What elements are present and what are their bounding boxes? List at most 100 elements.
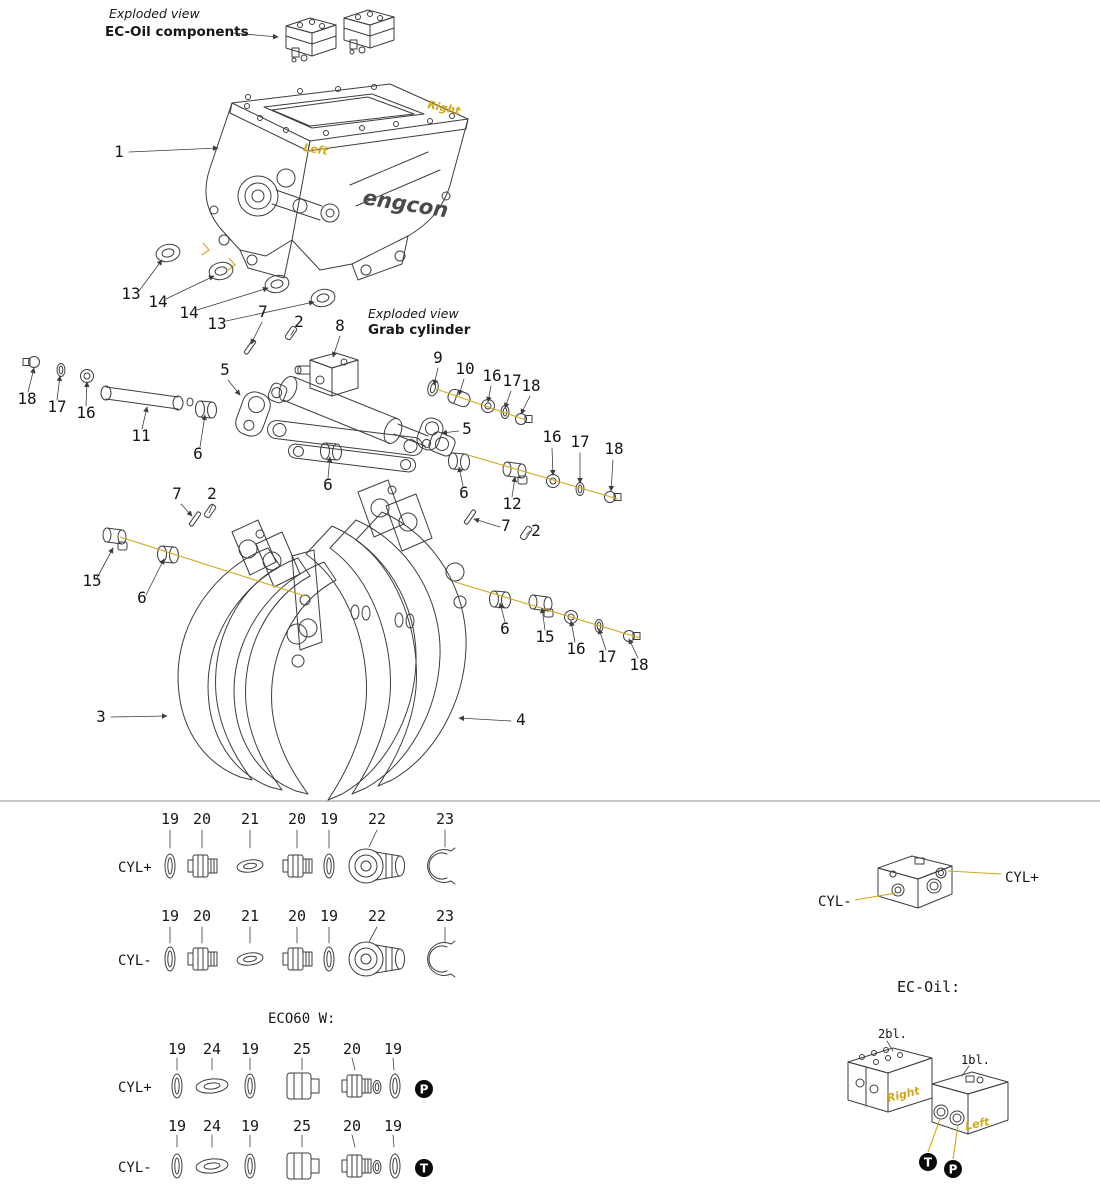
part-number: 19: [241, 1040, 259, 1058]
ec-oil-1bl-block-drawing: [931, 1071, 1009, 1135]
part-callout: 16: [542, 427, 561, 446]
part-number: 21: [241, 907, 259, 925]
part-callout: 12: [502, 494, 521, 513]
part-callout: 6: [137, 588, 147, 607]
part-callout: 14: [179, 303, 198, 322]
part-number: 24: [203, 1040, 221, 1058]
part-callout: 6: [500, 619, 510, 638]
part-number: 25: [293, 1040, 311, 1058]
part-callout: 16: [76, 403, 95, 422]
port-badge-p: [944, 1160, 962, 1178]
right-grapple-drawing: [305, 479, 467, 801]
part-number: 23: [436, 810, 454, 828]
part-callout: 14: [148, 292, 167, 311]
part-number: 19: [168, 1117, 186, 1135]
part-number: 25: [293, 1117, 311, 1135]
part-callout: 9: [433, 348, 443, 367]
part-number: 19: [320, 810, 338, 828]
port-badge-t-letter: T: [420, 1162, 429, 1176]
left-block-orientation-label: Left: [964, 1115, 991, 1133]
grab-cylinder-drawing: [22, 325, 641, 642]
part-number: 24: [203, 1117, 221, 1135]
part-callout: 2: [294, 312, 304, 331]
main-body-drawing: [205, 83, 469, 281]
cylinder-valve-block-drawing: [877, 855, 953, 909]
part-callout: 2: [531, 521, 541, 540]
part-callout: 18: [521, 376, 540, 395]
part-number: 19: [168, 1040, 186, 1058]
part-number: 19: [384, 1117, 402, 1135]
part-callout: 6: [323, 475, 333, 494]
block-label-ticks: [886, 1040, 970, 1077]
part-callout: 2: [207, 484, 217, 503]
part-number: 20: [343, 1040, 361, 1058]
part-callout: 6: [459, 483, 469, 502]
part-number: 20: [193, 810, 211, 828]
part-callout: 3: [96, 707, 106, 726]
part-callout: 16: [482, 366, 501, 385]
part-callout: 17: [47, 397, 66, 416]
leader-lines: [27, 32, 639, 722]
port-badge-p-letter: P: [420, 1083, 429, 1097]
right-panel-leaders: [854, 870, 1002, 901]
cyl-label: CYL-: [118, 1160, 152, 1176]
right-orientation-label: Right: [426, 98, 462, 118]
eco60-heading: ECO60 W:: [268, 1011, 335, 1027]
part-number: 19: [241, 1117, 259, 1135]
cyl-label: CYL-: [118, 953, 152, 969]
part-callout: 7: [258, 302, 268, 321]
yellow-assembly-lines: [119, 388, 641, 639]
part-number: 19: [161, 907, 179, 925]
part-callout: 6: [193, 444, 203, 463]
part-callout: 17: [502, 371, 521, 390]
part-number: 22: [368, 907, 386, 925]
port-badge-p: [415, 1080, 433, 1098]
ec-oil-components-label: EC-Oil components: [105, 24, 249, 40]
part-callout: 7: [172, 484, 182, 503]
part-callout: 15: [535, 627, 554, 646]
part-callout: 8: [335, 316, 345, 335]
port-badge-t: [919, 1153, 937, 1171]
port-badge-t: [415, 1159, 433, 1177]
part-number: 20: [343, 1117, 361, 1135]
part-number: 19: [161, 810, 179, 828]
part-number: 19: [320, 907, 338, 925]
right-block-orientation-label: Right: [886, 1084, 922, 1105]
part-callout: 10: [455, 359, 474, 378]
part-number: 20: [288, 810, 306, 828]
part-callout: 16: [566, 639, 585, 658]
exploded-view-grab-label: Exploded view: [368, 306, 459, 321]
washers-drawing: [153, 241, 338, 310]
part-callout: 1: [114, 142, 124, 161]
part-callout: 5: [462, 419, 472, 438]
part-number: 20: [193, 907, 211, 925]
yellow-marks: [201, 242, 236, 271]
grab-cylinder-label: Grab cylinder: [368, 322, 471, 338]
engcon-logo: engcon: [361, 185, 450, 222]
part-callout: 4: [516, 710, 526, 729]
fitting-row-2: 19 20 21 20 19 22 23 CYL-: [118, 907, 456, 978]
fitting-row-1: 19 20 21 20 19 22 23 CYL+: [118, 810, 456, 885]
part-number: 23: [436, 907, 454, 925]
block-2bl-label: 2bl.: [878, 1027, 907, 1041]
part-callout: 15: [82, 571, 101, 590]
part-number: 21: [241, 810, 259, 828]
port-badge-p-letter: P: [949, 1163, 958, 1177]
left-orientation-label: Left: [303, 141, 330, 158]
part-callout: 13: [207, 314, 226, 333]
ec-oil-heading: EC-Oil:: [897, 978, 960, 996]
part-callout: 18: [629, 655, 648, 674]
part-number: 19: [384, 1040, 402, 1058]
part-callout: 17: [570, 432, 589, 451]
cyl-plus-port-label: CYL+: [1005, 870, 1039, 886]
part-number: 22: [368, 810, 386, 828]
cyl-minus-port-label: CYL-: [818, 894, 852, 910]
ec-oil-blocks-drawing: [285, 9, 395, 63]
exploded-view-label: Exploded view: [109, 6, 200, 21]
part-callout: 13: [121, 284, 140, 303]
part-number: 20: [288, 907, 306, 925]
block-1bl-label: 1bl.: [961, 1053, 990, 1067]
part-callout: 11: [131, 426, 150, 445]
part-callout: 5: [220, 360, 230, 379]
